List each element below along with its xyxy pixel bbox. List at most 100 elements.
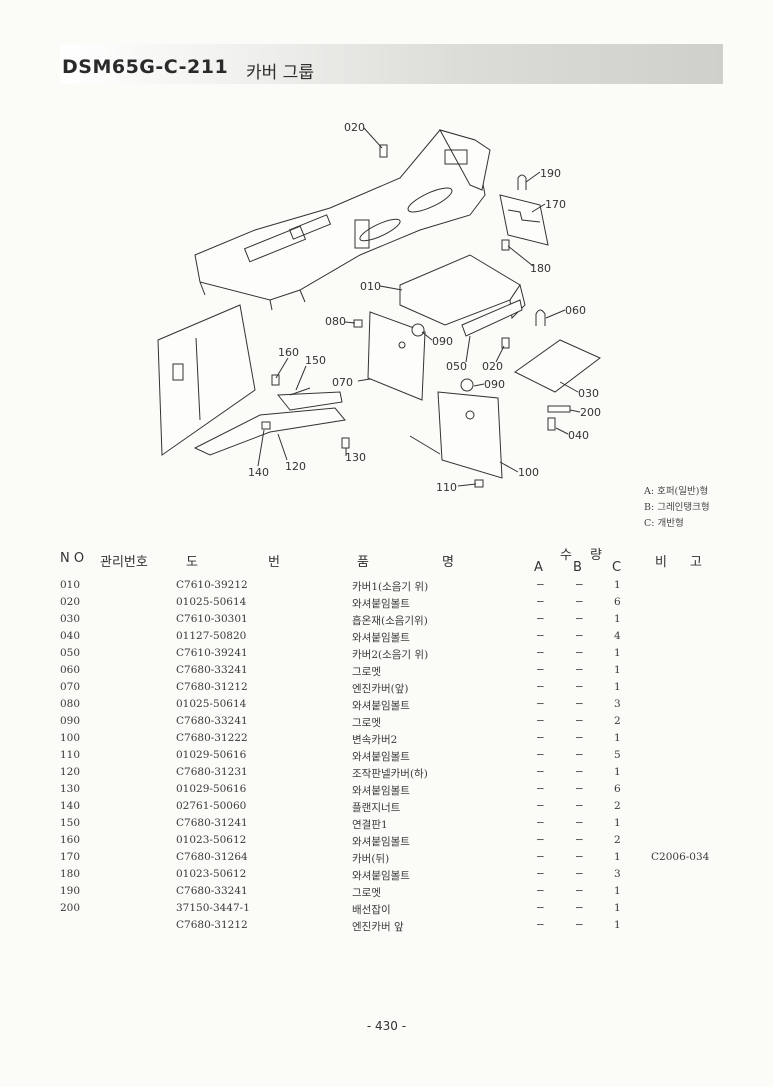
row-no: 160 [60,834,81,846]
row-no: 100 [60,732,81,744]
bracket-120 [193,407,346,456]
row-qty-c: 1 [614,579,621,591]
row-no: 200 [60,902,81,914]
row-qty-b: − [575,851,584,863]
callout-label: 140 [248,466,269,479]
row-qty-c: 3 [614,698,621,710]
exploded-parts-diagram: 020 190 170 180 010 060 080 090 160 150 … [157,121,601,494]
row-part-name: 변속카버2 [352,734,398,746]
row-no: 020 [60,596,81,608]
row-qty-a: − [536,868,545,880]
row-qty-b: − [575,596,584,608]
fasteners [261,144,571,488]
row-no: 090 [60,715,81,727]
row-qty-c: 1 [614,664,621,676]
row-qty-c: 1 [614,681,621,693]
row-part-number: 01023-50612 [176,834,247,846]
callout-label: 070 [332,376,353,389]
type-legend: A: 호퍼(일반)형 B: 그레인탱크형 C: 개반형 [644,484,710,532]
row-qty-a: − [536,885,545,897]
row-qty-c: 1 [614,902,621,914]
row-no: 070 [60,681,81,693]
row-qty-b: − [575,902,584,914]
row-qty-a: − [536,664,545,676]
row-no: 180 [60,868,81,880]
header-col-c: C [612,560,622,575]
header-drawing-2: 번 [268,555,280,570]
document-code: DSM65G-C-211 [62,56,229,78]
row-qty-a: − [536,749,545,761]
row-qty-b: − [575,783,584,795]
row-part-number: 01029-50616 [176,749,247,761]
row-no: 030 [60,613,81,625]
header-remarks-1: 비 [655,555,667,570]
row-no: 170 [60,851,81,863]
row-qty-a: − [536,834,545,846]
row-part-number: 02761-50060 [176,800,247,812]
row-qty-b: − [575,885,584,897]
callout-label: 160 [278,346,299,359]
callout-label: 040 [568,429,589,442]
callout-label: 180 [530,262,551,275]
legend-item: C: 개반형 [644,518,684,529]
row-qty-b: − [575,919,584,931]
row-part-number: 01127-50820 [176,630,247,642]
row-qty-c: 1 [614,613,621,625]
row-qty-c: 2 [614,715,621,727]
row-part-name: 와셔붙임볼트 [352,632,410,644]
row-no: 120 [60,766,81,778]
row-part-number: C7680-33241 [176,885,248,897]
row-qty-b: − [575,800,584,812]
callout-label: 100 [518,466,539,479]
row-qty-c: 4 [614,630,621,642]
header-col-b: B [573,560,582,575]
row-qty-c: 5 [614,749,621,761]
sound-pad-030 [514,339,601,393]
row-part-number: C7680-33241 [176,664,248,676]
cover-050 [461,299,523,337]
header-qty-1: 수 [560,548,572,563]
row-qty-c: 2 [614,800,621,812]
row-qty-a: − [536,613,545,625]
callout-label: 030 [578,387,599,400]
row-qty-b: − [575,579,584,591]
row-qty-c: 1 [614,732,621,744]
callout-label: 080 [325,315,346,328]
row-part-name: 그로멧 [352,666,381,678]
row-qty-c: 1 [614,885,621,897]
row-part-name: 와셔붙임볼트 [352,598,410,610]
leader-lines [257,127,581,487]
legend-item: B: 그레인탱크형 [644,502,710,513]
document-title: 카버 그룹 [246,63,314,83]
header-no: N O [60,551,85,566]
row-part-number: C7680-31264 [176,851,248,863]
row-qty-a: − [536,630,545,642]
row-part-name: 와셔붙임볼트 [352,870,410,882]
row-qty-c: 1 [614,766,621,778]
row-part-number: C7610-39212 [176,579,248,591]
page-number: - 430 - [366,1019,407,1033]
row-part-name: 와셔붙임볼트 [352,836,410,848]
row-part-name: 흡온재(소음기위) [352,615,428,627]
callout-label: 190 [540,167,561,180]
row-part-name: 플랜지너트 [352,802,401,814]
row-part-name: 엔진카버(앞) [352,683,409,695]
row-part-number: C7680-31222 [176,732,248,744]
row-part-number: C7610-39241 [176,647,248,659]
callout-label: 020 [482,360,503,373]
row-qty-b: − [575,749,584,761]
row-qty-a: − [536,766,545,778]
row-part-name: 그로멧 [352,717,381,729]
row-part-number: C7680-31212 [176,919,248,931]
header-name-1: 품 [357,555,369,570]
row-remarks: C2006-034 [651,851,710,863]
callout-label: 110 [436,481,457,494]
row-no: 040 [60,630,81,642]
